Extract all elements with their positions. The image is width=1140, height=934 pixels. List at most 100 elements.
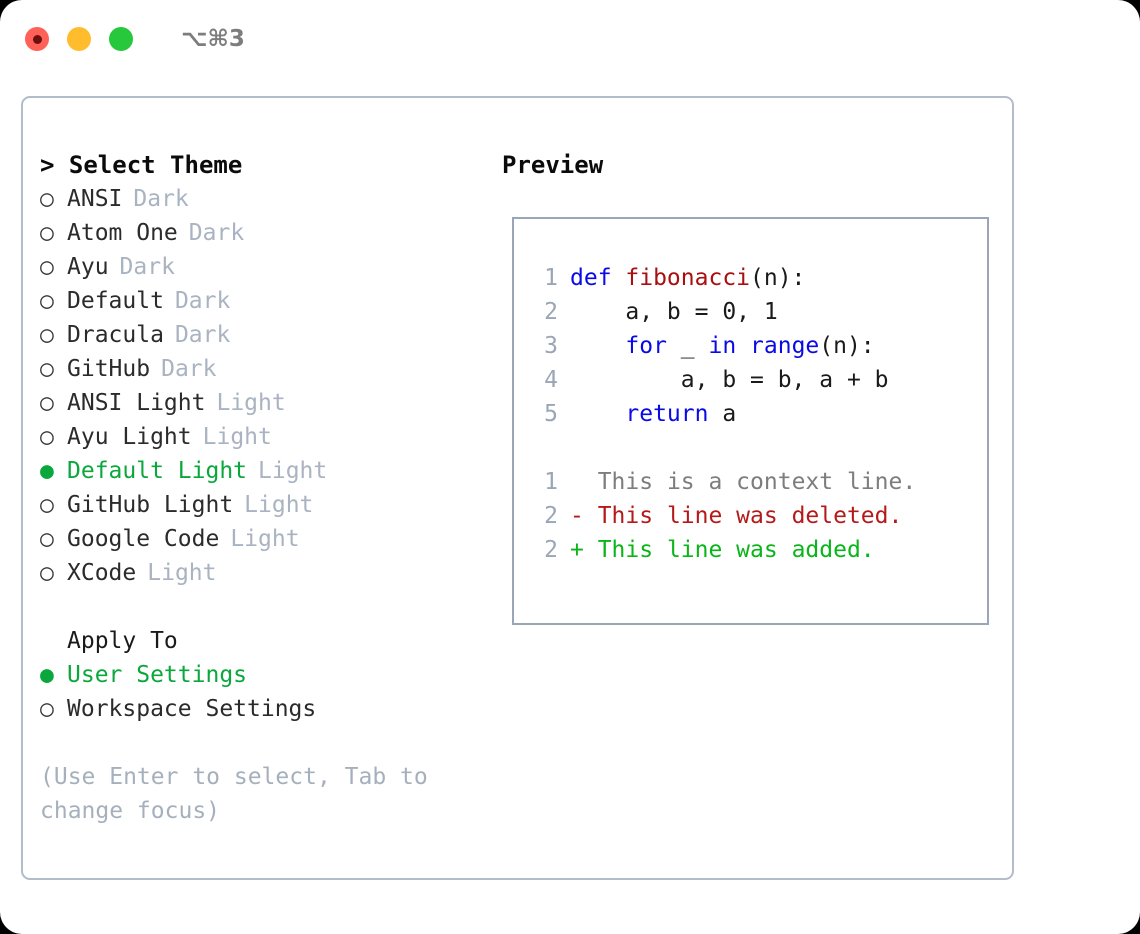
diff-sign: - [570,503,584,529]
code-diff-separator [528,431,987,465]
radio-unselected-icon: ○ [40,254,54,280]
code-line-text: return a [570,397,736,431]
keyboard-shortcut-label: ⌥⌘3 [181,26,245,52]
theme-variant-tag: Light [216,390,286,416]
theme-variant-tag: Light [258,458,328,484]
theme-list-item[interactable]: ○ GitHub Light Light [40,488,500,522]
code-token [570,333,625,359]
theme-variant-tag: Light [244,492,314,518]
diff-line: 1 This is a context line. [528,465,987,499]
close-button[interactable] [25,27,49,51]
code-token [570,401,625,427]
radio-unselected-icon: ○ [40,322,54,348]
radio-unselected-icon: ○ [40,288,54,314]
diff-text: This is a context line. [583,469,917,495]
theme-name-label: Ayu [67,254,109,280]
code-line-text: for _ in range(n): [570,329,875,363]
radio-unselected-icon: ○ [40,526,54,552]
theme-list-item[interactable]: ○ Ayu Dark [40,250,500,284]
apply-to-header: Apply To [67,628,178,654]
diff-line-number: 1 [544,469,558,495]
maximize-button[interactable] [109,27,133,51]
minimize-button[interactable] [67,27,91,51]
apply-to-list: ●User Settings○Workspace Settings [40,658,500,726]
list-spacer [40,590,500,624]
diff-text: This line was deleted. [583,503,903,529]
theme-variant-tag: Light [147,560,217,586]
theme-name-label: Ayu Light [67,424,192,450]
select-theme-header: > Select Theme [40,151,243,179]
theme-variant-tag: Dark [133,186,189,212]
theme-variant-tag: Dark [119,254,175,280]
theme-name-label: GitHub [67,356,151,382]
diff-sign [570,469,584,495]
diff-line: 2+ This line was added. [528,533,987,567]
diff-sample: 1 This is a context line.2- This line wa… [528,465,987,567]
diff-sign: + [570,537,584,563]
diff-line: 2- This line was deleted. [528,499,987,533]
theme-variant-tag: Light [202,424,272,450]
code-line-number: 5 [544,401,558,427]
code-token: in range [708,333,820,359]
radio-unselected-icon: ○ [40,492,54,518]
titlebar: ⌥⌘3 [0,0,1140,78]
radio-unselected-icon: ○ [40,696,54,722]
code-line-number: 3 [544,333,558,359]
theme-variant-tag: Dark [161,356,217,382]
code-token: def [570,265,626,291]
keyboard-hint: (Use Enter to select, Tab to change focu… [40,764,442,824]
theme-variant-tag: Dark [188,220,245,246]
code-line-text: def fibonacci(n): [570,261,805,295]
theme-variant-tag: Dark [174,322,231,348]
recording-dot-icon [32,34,42,44]
code-token: a, b = b, a + b [570,367,889,393]
apply-to-item[interactable]: ●User Settings [40,658,500,692]
radio-selected-icon: ● [40,662,54,688]
apply-to-item[interactable]: ○Workspace Settings [40,692,500,726]
theme-list-item[interactable]: ○ ANSI Light Light [40,386,500,420]
code-token: (n): [819,333,875,359]
code-token: _ [666,333,709,359]
radio-selected-icon: ● [40,458,54,484]
code-line-text: a, b = b, a + b [570,363,889,397]
diff-line-text: - This line was deleted. [570,499,902,533]
theme-name-label: Default [67,288,164,314]
code-line: 1 def fibonacci(n): [528,261,987,295]
code-line: 4 a, b = b, a + b [528,363,987,397]
theme-variant-tag: Light [230,526,300,552]
radio-unselected-icon: ○ [40,390,54,416]
code-token: for [625,333,667,359]
code-line: 3 for _ in range(n): [528,329,987,363]
theme-list-item[interactable]: ○ GitHub Dark [40,352,500,386]
diff-text: This line was added. [583,537,875,563]
diff-line-text: This is a context line. [570,465,917,499]
code-line-number: 1 [544,265,558,291]
code-line: 2 a, b = 0, 1 [528,295,987,329]
code-line-number: 2 [544,299,558,325]
radio-unselected-icon: ○ [40,356,54,382]
code-token: return [625,401,709,427]
theme-name-label: GitHub Light [67,492,234,518]
code-line-text: a, b = 0, 1 [570,295,777,329]
radio-unselected-icon: ○ [40,220,54,246]
theme-name-label: ANSI Light [67,390,206,416]
code-token: a [708,401,737,427]
window-controls [25,27,133,51]
theme-name-label: ANSI [67,186,123,212]
code-line: 5 return a [528,397,987,431]
radio-unselected-icon: ○ [40,560,54,586]
